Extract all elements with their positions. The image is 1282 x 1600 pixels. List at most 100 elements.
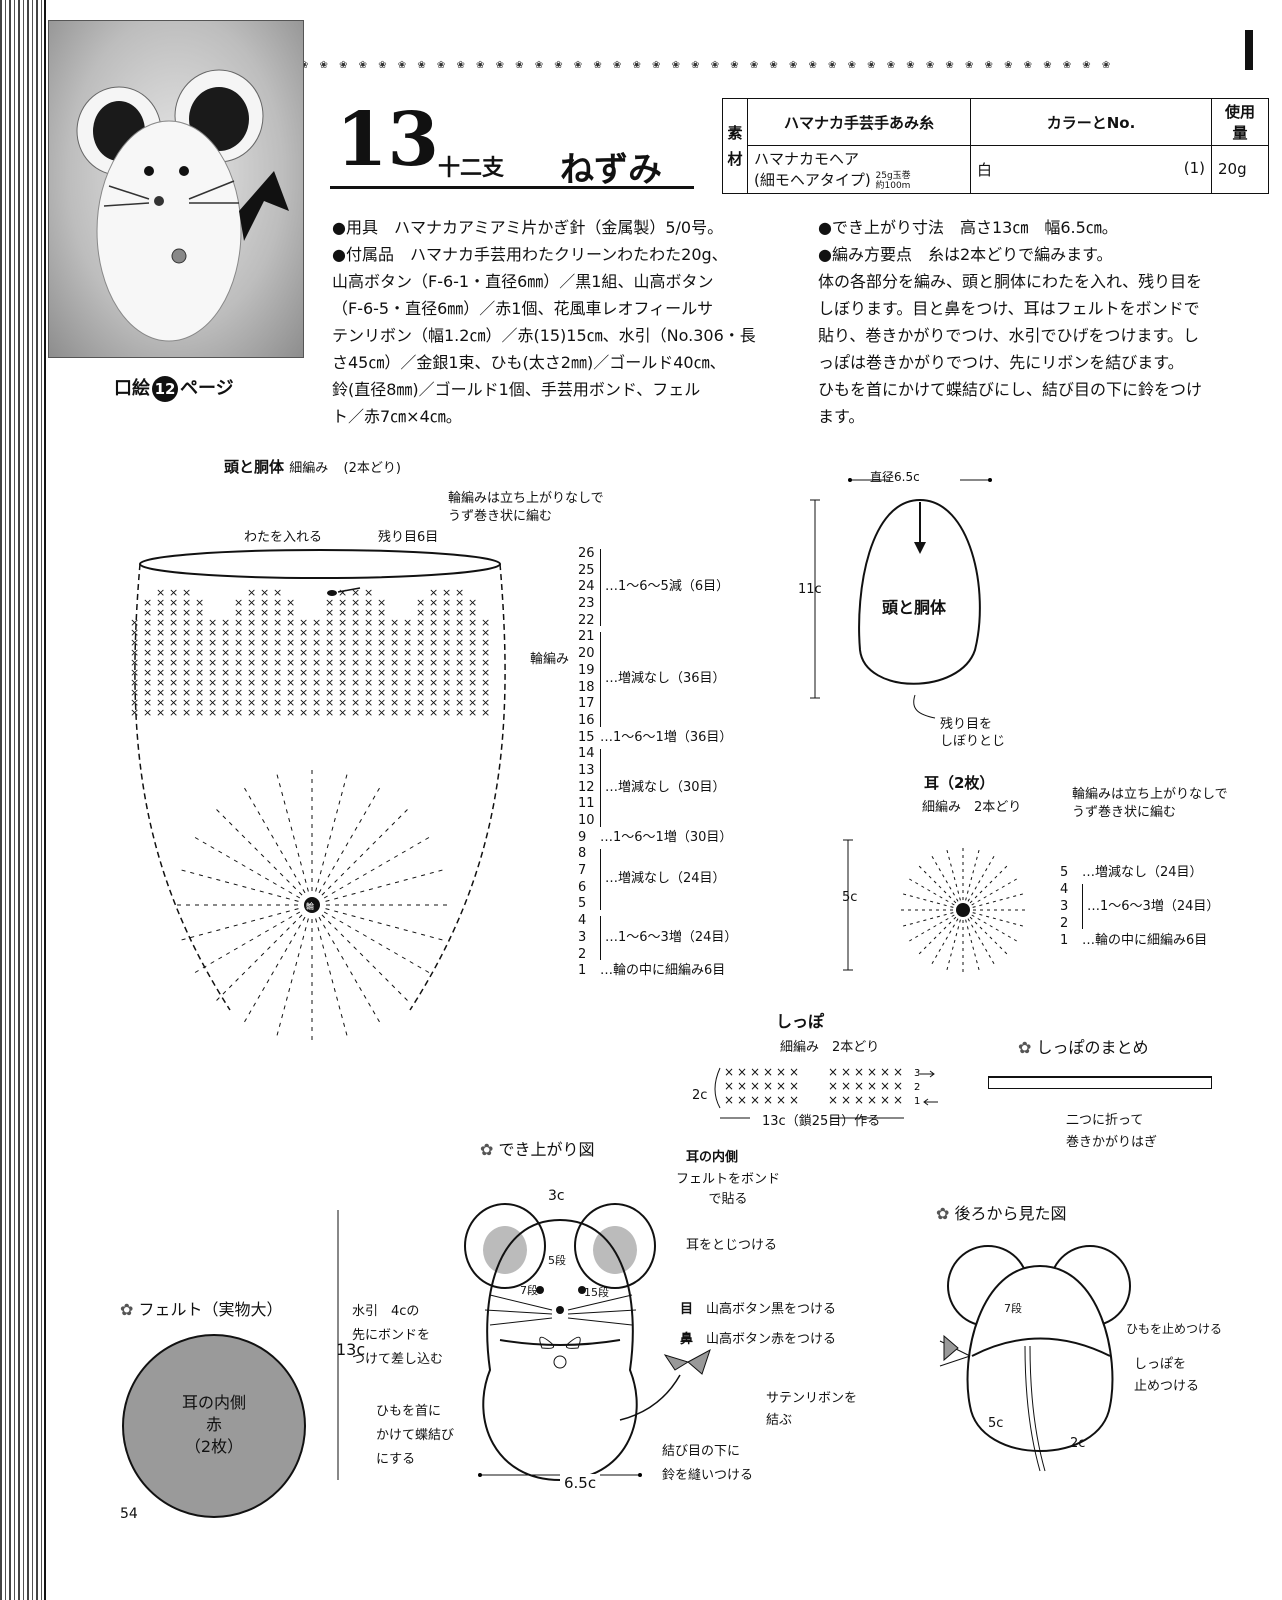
tail-stitch-mark: ×	[724, 1093, 734, 1107]
ear-stitch-spoke	[970, 917, 1007, 954]
stitch-mark: ×	[286, 706, 295, 719]
ear-stitch-spoke	[966, 920, 979, 970]
svg-text:2: 2	[914, 1082, 920, 1093]
stitch-mark: ×	[273, 706, 282, 719]
tail-stitch-mark: ×	[776, 1079, 786, 1093]
tail-stitch-mark: ×	[854, 1093, 864, 1107]
stitch-spoke	[316, 919, 347, 1036]
tail-stitch-mark: ×	[828, 1093, 838, 1107]
tail-stitch-mark: ×	[841, 1065, 851, 1079]
row-number: 8	[578, 846, 600, 863]
tail-stitch: 細編み 2本どり	[780, 1036, 879, 1055]
stitch-mark: ×	[403, 706, 412, 719]
ear-note: 輪編みは立ち上がりなしでうず巻き状に編む	[1072, 786, 1228, 822]
row-instruction: …1〜6〜1増（36目）	[600, 730, 732, 747]
row-number: 19	[578, 663, 600, 680]
tail-stitch-mark: ×	[737, 1065, 747, 1079]
pattern-number: 13	[336, 100, 439, 180]
row-number: 5	[578, 896, 600, 913]
row-group: 2625242322…1〜6〜5減（6目）	[578, 546, 778, 629]
row-number: 6	[578, 880, 600, 897]
ear-stitch: 細編み 2本どり	[922, 796, 1021, 815]
stitch-spoke	[319, 788, 380, 893]
stitch-spoke	[322, 915, 408, 1001]
tail-stitch-mark: ×	[737, 1093, 747, 1107]
stitch-spoke	[277, 919, 308, 1036]
stitch-mark: ×	[260, 706, 269, 719]
page-number: 54	[120, 1506, 138, 1522]
tail-stitch-mark: ×	[763, 1093, 773, 1107]
stitch-mark: ×	[468, 706, 477, 719]
title-underline	[330, 186, 694, 189]
ribbon-note: サテンリボンを結ぶ	[766, 1388, 857, 1432]
stitch-mark: ×	[364, 706, 373, 719]
pattern-title: ねずみ	[560, 142, 662, 191]
ear-stitch-spoke	[903, 894, 953, 907]
tail-stitch-mark: ×	[724, 1079, 734, 1093]
stitch-mark: ×	[247, 706, 256, 719]
row-instruction: …1〜6〜5減（6目）	[600, 549, 729, 627]
center-ring-label: 輪	[306, 901, 314, 911]
body-shape-note: 残り目をしぼりとじ	[940, 716, 1005, 750]
stitch-mark: ×	[169, 706, 178, 719]
mouse-photo	[48, 20, 304, 358]
bell-note: 結び目の下に鈴を縫いつける	[662, 1440, 753, 1488]
svg-text:1: 1	[914, 1096, 920, 1107]
row-instruction: …輪の中に細編み6目	[1082, 932, 1207, 949]
stitch-spoke	[319, 917, 380, 1022]
row-instruction: …増減なし（24目）	[1082, 864, 1203, 881]
corner-mark	[1245, 30, 1253, 70]
stitch-mark: ×	[455, 706, 464, 719]
finished-row15: 15段	[584, 1284, 609, 1300]
ear-stitch-spoke	[973, 913, 1023, 926]
stitch-mark: ×	[299, 706, 308, 719]
back-measure-2c: 2c	[1070, 1436, 1085, 1451]
row-number: 4	[578, 913, 600, 930]
tail-stitch-mark: ×	[880, 1065, 890, 1079]
finished-row5: 5段	[548, 1252, 566, 1268]
stitch-mark: ×	[208, 706, 217, 719]
stitch-spoke	[217, 810, 303, 896]
stitch-spoke	[277, 775, 308, 892]
stitch-spoke	[326, 870, 443, 901]
stitch-mark: ×	[390, 706, 399, 719]
tail-stitch-mark: ×	[763, 1079, 773, 1093]
ear-size: 5c	[842, 890, 857, 905]
ear-stitch-spoke	[947, 920, 960, 970]
back-tail-note: しっぽを止めつける	[1134, 1354, 1199, 1398]
row-number: 21	[578, 629, 600, 646]
body-row-guide: 2625242322…1〜6〜5減（6目）212019181716…増減なし（3…	[578, 546, 778, 980]
row-group: 15…1〜6〜1増（36目）	[578, 730, 778, 747]
tail-stitch-mark: ×	[776, 1093, 786, 1107]
stitch-mark: ×	[312, 706, 321, 719]
stitch-spoke	[195, 912, 300, 973]
body-chart-note: 輪編みは立ち上がりなしでうず巻き状に編む	[448, 490, 604, 526]
tail-stitch-mark: ×	[750, 1093, 760, 1107]
tail-stitch-mark: ×	[880, 1093, 890, 1107]
page-spine-edge	[44, 0, 46, 1600]
tail-stitch-mark: ×	[867, 1065, 877, 1079]
ear-inner-label: 耳の内側	[686, 1146, 738, 1165]
stitch-mark: ×	[325, 706, 334, 719]
ear-stitch-spoke	[966, 850, 979, 900]
felt-note: フェルトをボンドで貼る	[676, 1170, 780, 1210]
ear-title: 耳（2枚）	[924, 772, 994, 793]
tail-stitch-mark: ×	[854, 1065, 864, 1079]
row-group: 9…1〜6〜1増（30目）	[578, 830, 778, 847]
row-number: 2	[1060, 915, 1082, 932]
svg-text:3: 3	[914, 1068, 920, 1079]
row-number: 1	[578, 963, 600, 980]
stitch-mark: ×	[429, 706, 438, 719]
tail-length: 13c（鎖25目）作る	[762, 1110, 880, 1129]
stitch-spoke	[245, 917, 306, 1022]
tail-stitch-mark: ×	[776, 1065, 786, 1079]
tail-finish-title: ✿ しっぽのまとめ	[1018, 1034, 1149, 1058]
row-group: 212019181716…増減なし（36目）	[578, 629, 778, 729]
row-number: 18	[578, 680, 600, 697]
row-number: 12	[578, 780, 600, 797]
felt-title: ✿ フェルト（実物大）	[120, 1296, 283, 1320]
stitch-mark: ×	[182, 706, 191, 719]
tail-stitch-mark: ×	[737, 1079, 747, 1093]
row-number: 9	[578, 830, 600, 847]
